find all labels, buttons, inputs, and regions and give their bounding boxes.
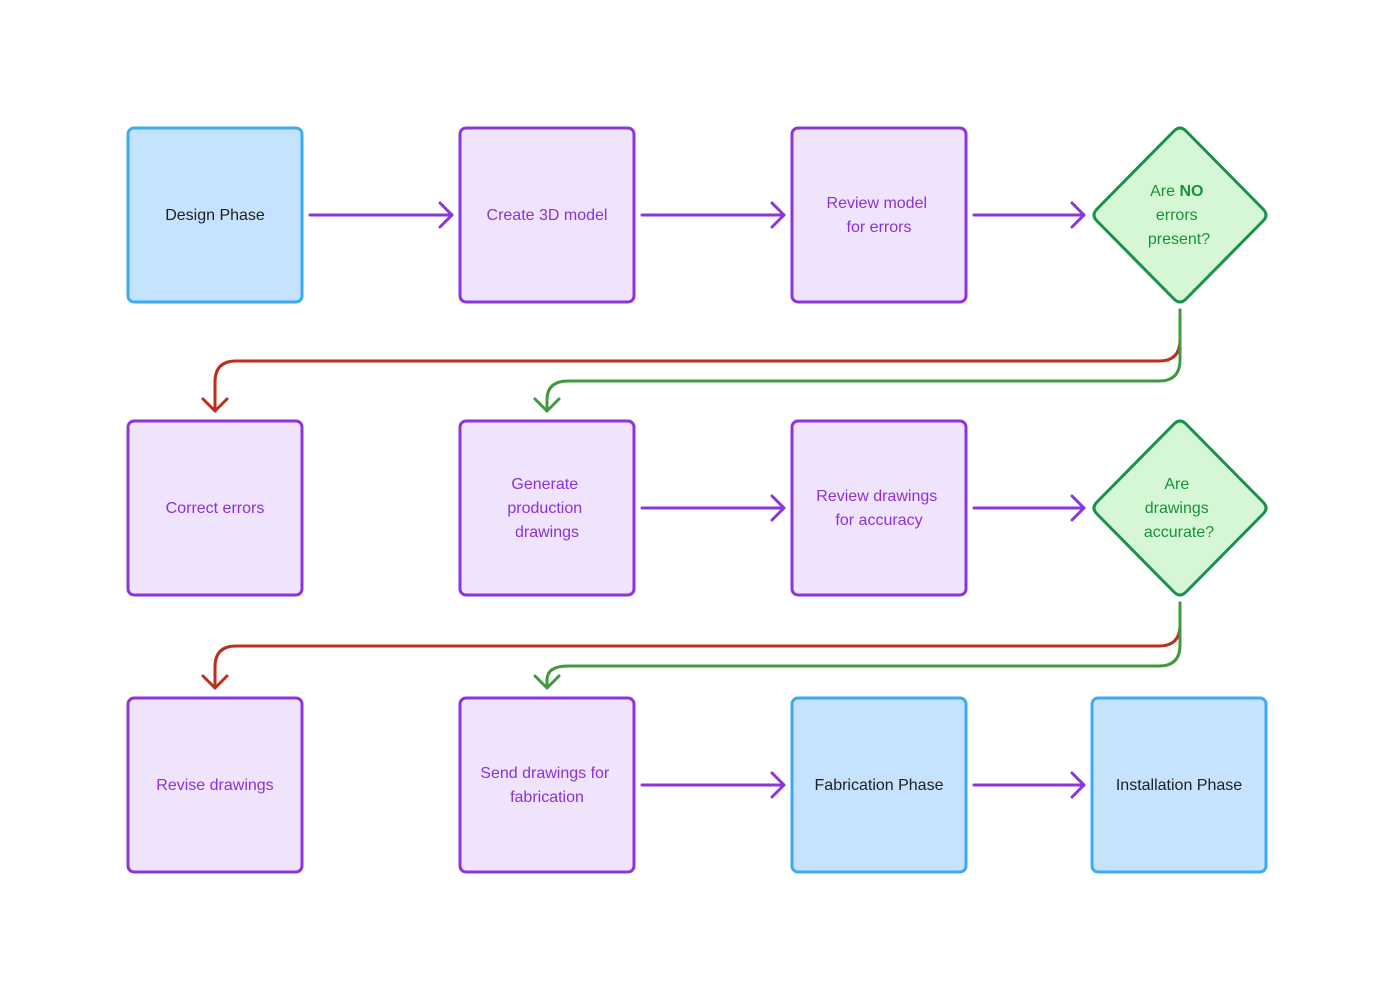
node-design-phase-label: Design Phase <box>165 207 265 224</box>
node-review-model-label: Review model for errors <box>827 195 932 236</box>
node-review-model-for-errors: Review model for errors <box>790 126 968 304</box>
decision-no-errors-present: Are NO errors present? <box>1092 126 1268 304</box>
arrow-review-model-to-decision <box>972 201 1086 229</box>
node-send-drawings-for-fabrication: Send drawings for fabrication <box>458 696 636 874</box>
decision-no-emphasis: NO <box>1179 183 1203 200</box>
node-design-phase: Design Phase <box>126 126 304 304</box>
decision-no-errors-label: Are NO errors present? <box>1148 183 1210 248</box>
node-fabrication-phase-label: Fabrication Phase <box>815 777 944 794</box>
arrow-no-errors-true-to-generate-drawings <box>533 308 1182 413</box>
node-generate-drawings-label: Generate production drawings <box>507 476 586 541</box>
arrow-generate-to-review-drawings <box>640 494 786 522</box>
node-create-3d-model: Create 3D model <box>458 126 636 304</box>
node-fabrication-phase: Fabrication Phase <box>790 696 968 874</box>
arrow-review-drawings-to-decision <box>972 494 1086 522</box>
arrow-design-to-create <box>308 201 454 229</box>
node-revise-drawings: Revise drawings <box>126 696 304 874</box>
node-create-3d-model-label: Create 3D model <box>487 207 608 224</box>
node-installation-phase: Installation Phase <box>1090 696 1268 874</box>
arrow-no-errors-false-to-correct-errors <box>201 308 1182 413</box>
arrow-create-to-review-model <box>640 201 786 229</box>
node-installation-phase-label: Installation Phase <box>1116 777 1242 794</box>
node-send-drawings-label: Send drawings for fabrication <box>480 765 613 806</box>
node-correct-errors: Correct errors <box>126 419 304 597</box>
arrow-fabrication-to-installation <box>972 771 1086 799</box>
node-review-drawings-label: Review drawings for accuracy <box>816 488 941 529</box>
node-review-drawings-for-accuracy: Review drawings for accuracy <box>790 419 968 597</box>
arrow-send-to-fabrication <box>640 771 786 799</box>
decision-drawings-accurate-label: Are drawings accurate? <box>1144 476 1214 541</box>
node-correct-errors-label: Correct errors <box>166 500 265 517</box>
node-revise-drawings-label: Revise drawings <box>156 777 273 794</box>
node-generate-production-drawings: Generate production drawings <box>458 419 636 597</box>
decision-drawings-accurate: Are drawings accurate? <box>1092 419 1268 597</box>
arrow-accurate-false-to-revise-drawings <box>201 601 1182 690</box>
arrow-accurate-true-to-send-drawings <box>533 601 1182 690</box>
